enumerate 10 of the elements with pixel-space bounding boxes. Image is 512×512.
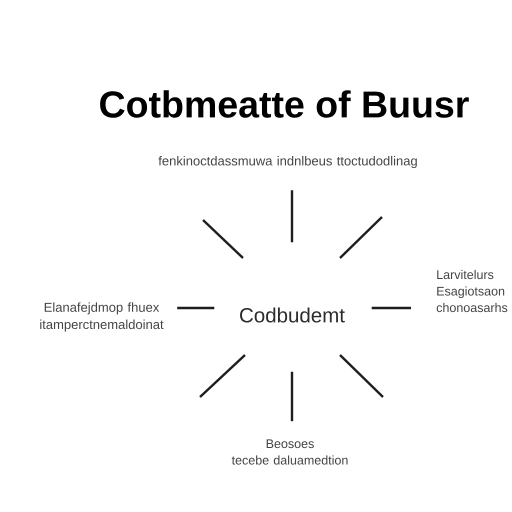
spoke-label: Elanafejdmop fhuex itamperctnemaldoinat (40, 302, 164, 332)
spoke-line (290, 372, 294, 422)
spoke-line (372, 306, 411, 310)
spoke-label: fenkinoctdassmuwa indnlbeus ttoctudodlinag (158, 156, 417, 168)
spoke-label: Beosoes tecebe daluamedtion (232, 439, 348, 465)
title: Cotbmeatte of Buusr (100, 90, 469, 118)
spoke-line (177, 306, 214, 310)
spoke-line (290, 190, 294, 242)
spoke-label: Larvitelurs Esagiotsaon chonoasarhs (436, 270, 508, 312)
hub-label: Codbudemt (240, 307, 345, 323)
